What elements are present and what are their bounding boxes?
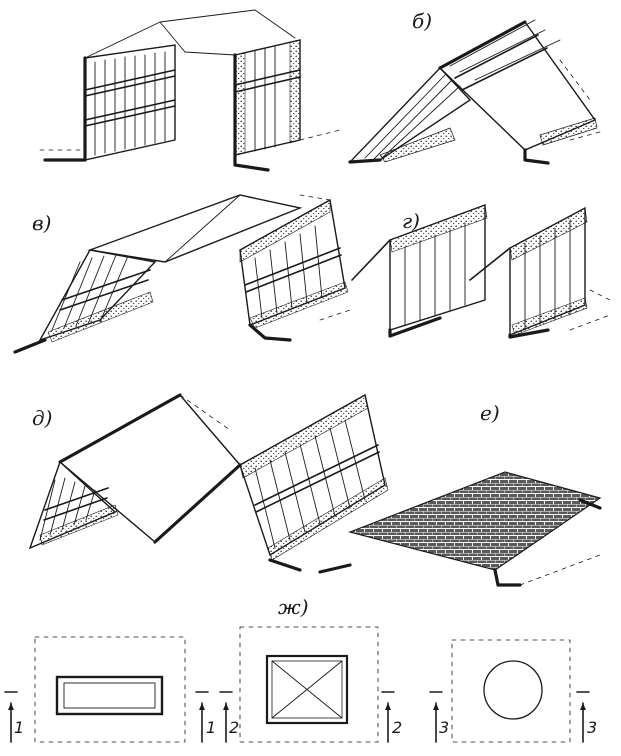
label-d: д) xyxy=(32,406,52,430)
variant-a-frame xyxy=(39,9,341,172)
label-e: е) xyxy=(480,401,500,425)
section-mark-1-right: 1 xyxy=(206,718,216,737)
variant-d-fold: д) xyxy=(28,393,389,572)
plan-square: 2 2 xyxy=(219,626,402,743)
variant-e-slab: е) xyxy=(318,401,602,587)
section-mark-3-right: 3 xyxy=(587,718,597,737)
section-mark-3-left: 3 xyxy=(439,718,449,737)
label-b: б) xyxy=(412,9,432,33)
plan-circle: 3 3 xyxy=(429,639,597,743)
variant-g-walls: г) xyxy=(351,203,611,339)
section-mark-2-right: 2 xyxy=(392,718,402,737)
variant-zh-plans: ж) 1 1 2 2 xyxy=(4,595,597,743)
label-v: в) xyxy=(32,211,51,235)
label-zh: ж) xyxy=(278,595,309,619)
section-mark-1-left: 1 xyxy=(14,718,24,737)
section-mark-2-left: 2 xyxy=(229,718,239,737)
variant-v-roof: в) xyxy=(13,194,351,354)
label-g: г) xyxy=(402,209,420,233)
variant-b-tent: б) xyxy=(348,9,601,165)
plan-rectangle: 1 1 xyxy=(4,636,216,743)
